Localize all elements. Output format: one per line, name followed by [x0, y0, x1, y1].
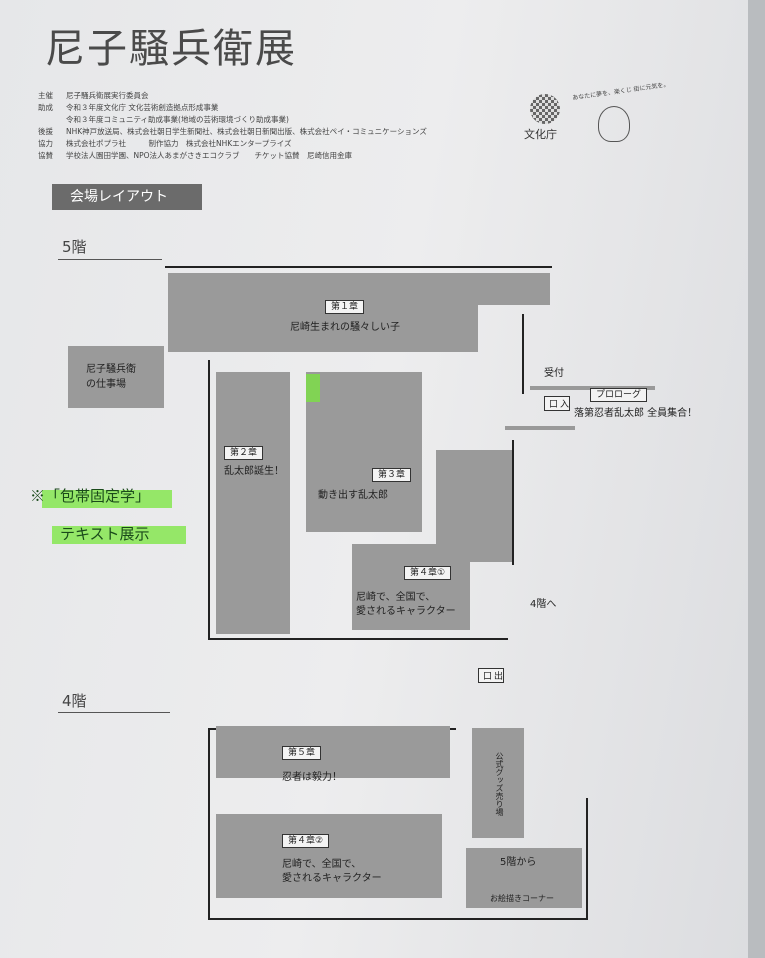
credit-role: 助成	[38, 103, 53, 112]
credit-line: 協力 株式会社ポプラ社 制作協力 株式会社NHKエンタープライズ	[38, 138, 427, 150]
chapter-4-1-title: 尼崎で、全国で、 愛されるキャラクター	[356, 592, 456, 617]
section-title: 会場レイアウト	[52, 184, 202, 210]
mascot-logo	[598, 106, 630, 142]
credit-value: 尼子騒兵衛展実行委員会	[66, 91, 149, 100]
credit-value: 令和３年度コミュニティ助成事業(地域の芸術環境づくり助成事業)	[66, 115, 289, 124]
credits: 主催 尼子騒兵衛展実行委員会助成 令和３年度文化庁 文化芸術創造拠点形成事業令和３年…	[38, 90, 427, 162]
chapter-3-title: 動き出す乱太郎	[318, 490, 388, 501]
credit-value: 株式会社ポプラ社 制作協力 株式会社NHKエンタープライズ	[66, 139, 292, 148]
chapter-2-title: 乱太郎誕生！	[224, 466, 284, 477]
chapter-4-2-title: 尼崎で、全国で、 愛されるキャラクター	[282, 859, 382, 884]
work-room	[68, 346, 164, 408]
credit-value: 学校法人園田学園、NPO法人あまがさきエコクラブ チケット協賛 尼崎信用金庫	[66, 151, 353, 160]
chapter-3-tag: 第３章	[372, 468, 412, 482]
handwritten-note-line1: ※「包帯固定学」	[30, 487, 151, 505]
handwritten-note-line2: テキスト展示	[60, 525, 150, 543]
work-room-label: 尼子騒兵衛 の仕事場	[86, 364, 136, 390]
credit-value: 令和３年度文化庁 文化芸術創造拠点形成事業	[66, 103, 219, 112]
credit-line: 令和３年度コミュニティ助成事業(地域の芸術環境づくり助成事業)	[38, 114, 427, 126]
goods-shop-label: 公式グッズ売り場	[495, 752, 504, 816]
mascot-text: あなたに夢を、楽くじ 街に元気を。	[571, 81, 670, 102]
credit-line: 主催 尼子騒兵衛展実行委員会	[38, 90, 427, 102]
credit-value: NHK神戸放送局、株式会社朝日学生新聞社、株式会社朝日新聞出版、株式会社ペイ・コ…	[66, 127, 427, 136]
entrance-label: 入口	[544, 396, 570, 411]
chapter-1-title: 尼崎生まれの騒々しい子	[290, 322, 400, 333]
prologue-tag: プロローグ	[590, 388, 648, 402]
drawing-corner-label: お絵描きコーナー	[490, 894, 554, 903]
floor-5-label: 5階	[62, 238, 87, 256]
exit-label: 出口	[478, 668, 504, 683]
highlight-mark	[306, 374, 320, 402]
to-4f-label: 4階へ	[530, 599, 557, 610]
credit-line: 協賛 学校法人園田学園、NPO法人あまがさきエコクラブ チケット協賛 尼崎信用金庫	[38, 150, 427, 162]
bunkacho-label: 文化庁	[524, 128, 557, 141]
floor-4-label: 4階	[62, 692, 87, 710]
credit-role: 協賛	[38, 151, 53, 160]
credit-role: 後援	[38, 127, 53, 136]
reception-label: 受付	[544, 368, 564, 379]
chapter-2-tag: 第２章	[224, 446, 264, 460]
prologue-title: 落第忍者乱太郎 全員集合！	[574, 408, 698, 419]
chapter-4-1-tag: 第４章①	[404, 566, 452, 580]
from-5f-label: 5階から	[500, 857, 537, 868]
credit-line: 後援 NHK神戸放送局、株式会社朝日学生新聞社、株式会社朝日新聞出版、株式会社ペイ…	[38, 126, 427, 138]
credit-line: 助成 令和３年度文化庁 文化芸術創造拠点形成事業	[38, 102, 427, 114]
chapter-5-title: 忍者は毅力！	[282, 772, 342, 783]
page-title: 尼子騒兵衛展	[45, 26, 297, 72]
bunkacho-logo	[530, 94, 560, 124]
document-page: 尼子騒兵衛展 主催 尼子騒兵衛展実行委員会助成 令和３年度文化庁 文化芸術創造拠点形…	[0, 0, 748, 958]
chapter-5-tag: 第５章	[282, 746, 322, 760]
chapter-1-tag: 第１章	[325, 300, 365, 314]
chapter-4-2-tag: 第４章②	[282, 834, 330, 848]
credit-role: 協力	[38, 139, 53, 148]
credit-role: 主催	[38, 91, 53, 100]
